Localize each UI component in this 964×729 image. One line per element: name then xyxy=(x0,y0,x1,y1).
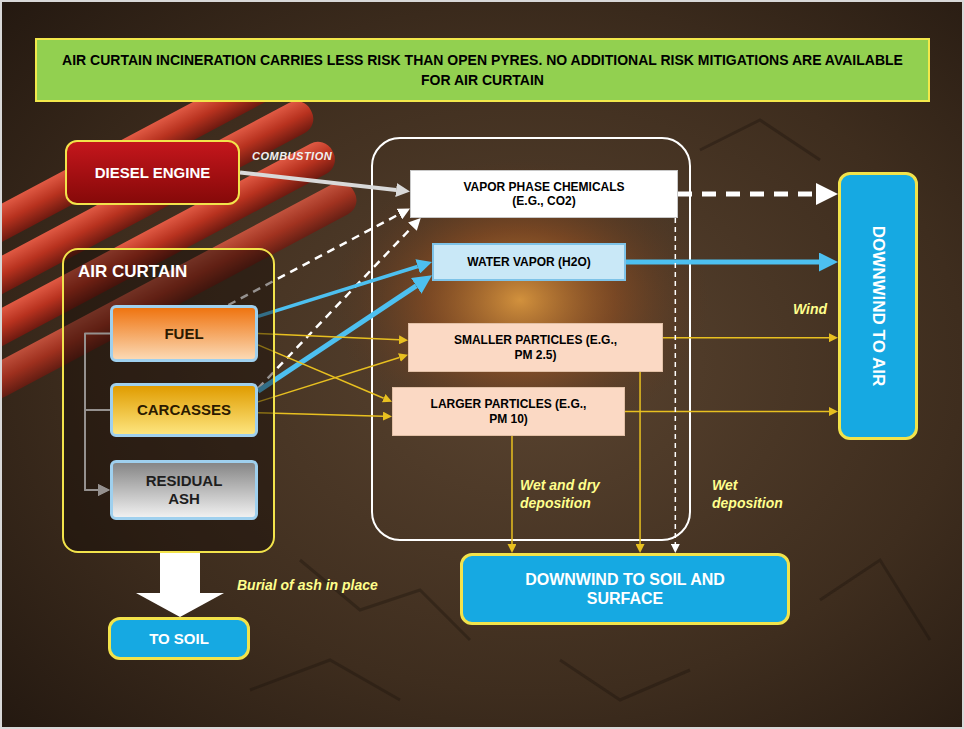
annotation: Burial of ash in place xyxy=(237,576,378,594)
connector xyxy=(258,413,383,416)
node-text: WATER VAPOR (H2O) xyxy=(467,255,591,269)
edge-label: COMBUSTION xyxy=(252,150,332,162)
title-band: AIR CURTAIN INCINERATION CARRIES LESS RI… xyxy=(35,38,930,102)
connector xyxy=(639,372,641,544)
annotation: Wet deposition xyxy=(712,476,802,512)
node-text: SMALLER PARTICLES (E.G., PM 2.5) xyxy=(453,333,618,362)
pipes xyxy=(0,55,362,404)
connector xyxy=(258,266,418,316)
node-text: DOWNWIND TO AIR xyxy=(868,181,888,431)
node-text: LARGER PARTICLES (E.G., PM 10) xyxy=(429,397,589,426)
destination-box: TO SOIL xyxy=(108,617,250,660)
connector xyxy=(258,358,399,402)
connector xyxy=(136,553,224,617)
node-text: VAPOR PHASE CHEMICALS (E.G., CO2) xyxy=(449,180,639,209)
water-vapor-box: WATER VAPOR (H2O) xyxy=(432,243,626,281)
connector xyxy=(625,411,829,413)
node-text: RESIDUAL ASH xyxy=(134,472,234,508)
connector xyxy=(626,260,819,265)
annotation: Wind xyxy=(793,300,827,318)
connector xyxy=(511,436,513,544)
connector xyxy=(663,337,829,339)
carcass-box: CARCASSES xyxy=(110,383,258,437)
annotation: Wet and dry deposition xyxy=(520,476,632,512)
node-text: AIR CURTAIN xyxy=(78,262,259,282)
fuel-box: FUEL xyxy=(110,305,258,362)
connector xyxy=(258,286,416,391)
engine-box: DIESEL ENGINE xyxy=(65,140,240,205)
vapor-box: VAPOR PHASE CHEMICALS (E.G., CO2) xyxy=(410,170,678,218)
ash-box: RESIDUAL ASH xyxy=(110,460,258,520)
connector xyxy=(258,334,399,340)
node-text: DOWNWIND TO SOIL AND SURFACE xyxy=(505,570,745,608)
particle-box: SMALLER PARTICLES (E.G., PM 2.5) xyxy=(408,323,663,372)
connector xyxy=(258,345,384,398)
emission-outline xyxy=(372,138,690,540)
debris xyxy=(250,120,930,700)
fire-glow xyxy=(330,160,710,440)
node-text: CARCASSES xyxy=(137,401,231,419)
destination-box: DOWNWIND TO SOIL AND SURFACE xyxy=(460,553,790,625)
title-text: AIR CURTAIN INCINERATION CARRIES LESS RI… xyxy=(55,50,910,90)
connector xyxy=(240,173,396,191)
destination-box: DOWNWIND TO AIR xyxy=(838,172,918,440)
air-curtain-box: AIR CURTAIN FUEL CARCASSES RESIDUAL ASH xyxy=(62,248,275,553)
node-text: FUEL xyxy=(164,325,203,343)
connector xyxy=(675,218,677,544)
node-text: DIESEL ENGINE xyxy=(95,164,211,182)
particle-box: LARGER PARTICLES (E.G., PM 10) xyxy=(392,387,625,436)
connector xyxy=(678,192,816,197)
node-text: TO SOIL xyxy=(149,630,209,648)
